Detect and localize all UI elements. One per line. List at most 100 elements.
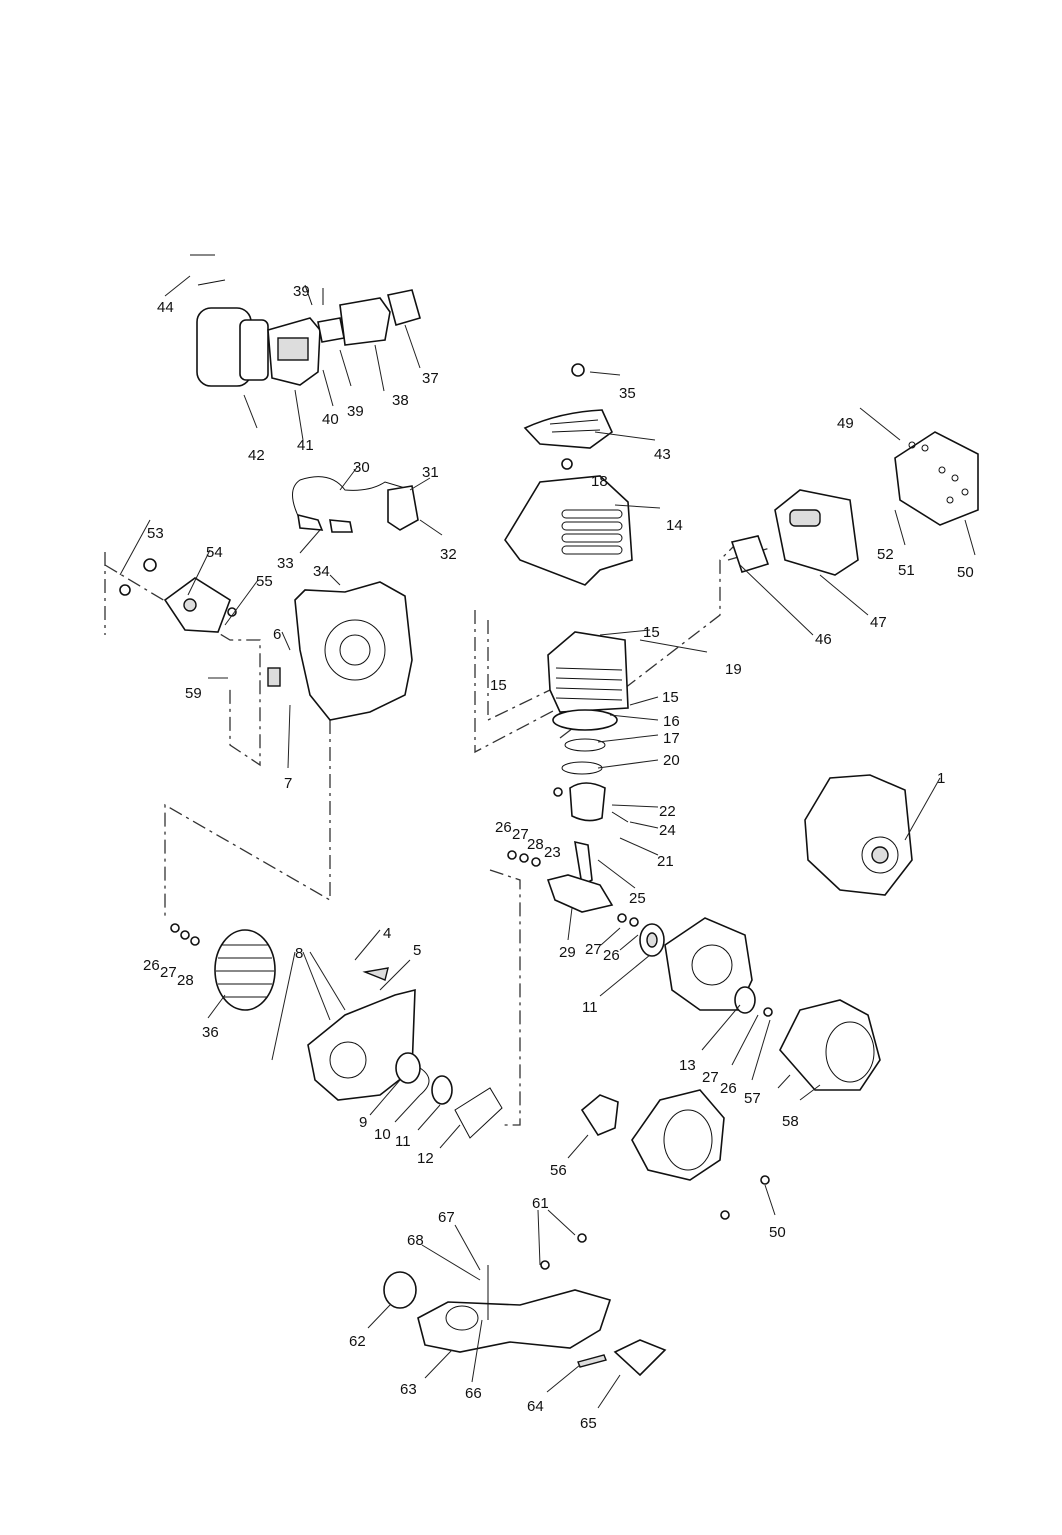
callout-50: 50 <box>769 1224 786 1241</box>
cylinder-gasket <box>552 709 618 731</box>
cylinder <box>547 631 629 713</box>
callout-6: 6 <box>273 626 281 643</box>
callout-5: 5 <box>413 942 421 959</box>
callout-53: 53 <box>147 525 164 542</box>
callout-39: 39 <box>293 283 310 300</box>
spark-plug <box>329 519 353 533</box>
insulator-gasket <box>387 289 421 326</box>
callout-11: 11 <box>582 999 598 1016</box>
starter-pawl <box>580 1094 619 1136</box>
callout-54: 54 <box>206 544 223 561</box>
gasket-crankcase <box>454 1087 503 1139</box>
spring <box>577 1354 607 1368</box>
callout-29: 29 <box>559 944 576 961</box>
fuel-cap <box>383 1271 417 1309</box>
cylinder-assembly <box>547 631 629 823</box>
callout-58: 58 <box>782 1113 799 1130</box>
callout-14: 14 <box>666 517 683 534</box>
callout-1: 1 <box>937 770 945 787</box>
air-filter-base <box>239 319 269 381</box>
callout-63: 63 <box>400 1381 417 1398</box>
callout-51: 51 <box>898 562 915 579</box>
cover-plate <box>523 409 613 449</box>
fuel-tank-assembly <box>383 1175 770 1377</box>
starter-pulley <box>631 1089 725 1181</box>
callout-50: 50 <box>957 564 974 581</box>
callout-24: 24 <box>659 822 676 839</box>
callout-25: 25 <box>629 890 646 907</box>
callout-39: 39 <box>347 403 364 420</box>
callout-19: 19 <box>725 661 742 678</box>
callout-27: 27 <box>160 964 177 981</box>
callout-7: 7 <box>284 775 292 792</box>
callout-44: 44 <box>157 299 174 316</box>
spark-plug-cap <box>297 513 324 531</box>
callout-65: 65 <box>580 1415 597 1432</box>
ignition-coil <box>387 485 419 531</box>
callout-64: 64 <box>527 1398 544 1415</box>
muffler-body <box>774 489 859 576</box>
callout-36: 36 <box>202 1024 219 1041</box>
callout-4: 4 <box>383 925 391 942</box>
callout-20: 20 <box>663 752 680 769</box>
clutch-shoe <box>163 577 231 633</box>
intake-manifold <box>339 297 391 346</box>
knob-screw <box>571 363 585 377</box>
callout-40: 40 <box>322 411 339 428</box>
crankcase-lower <box>307 967 503 1139</box>
muffler-guard <box>894 431 979 526</box>
ignition-assembly <box>292 476 419 533</box>
muffler-assembly <box>730 431 979 576</box>
carburetor-gasket <box>317 317 345 343</box>
callout-labels: 44 39 42 41 40 39 38 37 35 43 18 14 49 5… <box>143 283 974 1432</box>
callout-35: 35 <box>619 385 636 402</box>
callout-42: 42 <box>248 447 265 464</box>
callout-22: 22 <box>659 803 676 820</box>
callout-33: 33 <box>277 555 294 572</box>
callout-27: 27 <box>512 826 529 843</box>
callout-10: 10 <box>374 1126 391 1143</box>
callout-56: 56 <box>550 1162 567 1179</box>
callout-32: 32 <box>440 546 457 563</box>
crankcase-assembled <box>804 774 913 896</box>
callout-34: 34 <box>313 563 330 580</box>
callout-38: 38 <box>392 392 409 409</box>
callout-66: 66 <box>465 1385 482 1402</box>
engine-covers <box>504 363 633 586</box>
callout-49: 49 <box>837 415 854 432</box>
fuel-tank <box>417 1289 612 1353</box>
callout-18: 18 <box>591 473 608 490</box>
callout-15: 15 <box>490 677 507 694</box>
callout-55: 55 <box>256 573 273 590</box>
callout-15: 15 <box>643 624 660 641</box>
callout-13: 13 <box>679 1057 696 1074</box>
callout-17: 17 <box>663 730 680 747</box>
recoil-starter <box>580 999 881 1181</box>
callout-26: 26 <box>495 819 512 836</box>
callout-28: 28 <box>527 836 544 853</box>
callout-37: 37 <box>422 370 439 387</box>
crankcase-half <box>664 917 773 1017</box>
callout-12: 12 <box>417 1150 434 1167</box>
callout-52: 52 <box>877 546 894 563</box>
callout-23: 23 <box>544 844 561 861</box>
muffler-gasket <box>730 535 770 573</box>
callout-8: 8 <box>295 945 303 962</box>
callout-43: 43 <box>654 446 671 463</box>
callout-62: 62 <box>349 1333 366 1350</box>
ignition-lead <box>292 476 406 521</box>
piston-ring-1 <box>564 738 606 752</box>
callout-26: 26 <box>720 1080 737 1097</box>
callout-41: 41 <box>297 437 314 454</box>
callout-16: 16 <box>663 713 680 730</box>
callout-26: 26 <box>143 957 160 974</box>
piston <box>569 782 606 822</box>
flywheel <box>170 923 276 1011</box>
callout-9: 9 <box>359 1114 367 1131</box>
crankshaft <box>546 874 614 913</box>
callout-27: 27 <box>585 941 602 958</box>
piston-ring-2 <box>561 761 603 775</box>
clutch-assembly <box>119 558 237 633</box>
callout-47: 47 <box>870 614 887 631</box>
carburetor-assembly <box>190 254 421 387</box>
